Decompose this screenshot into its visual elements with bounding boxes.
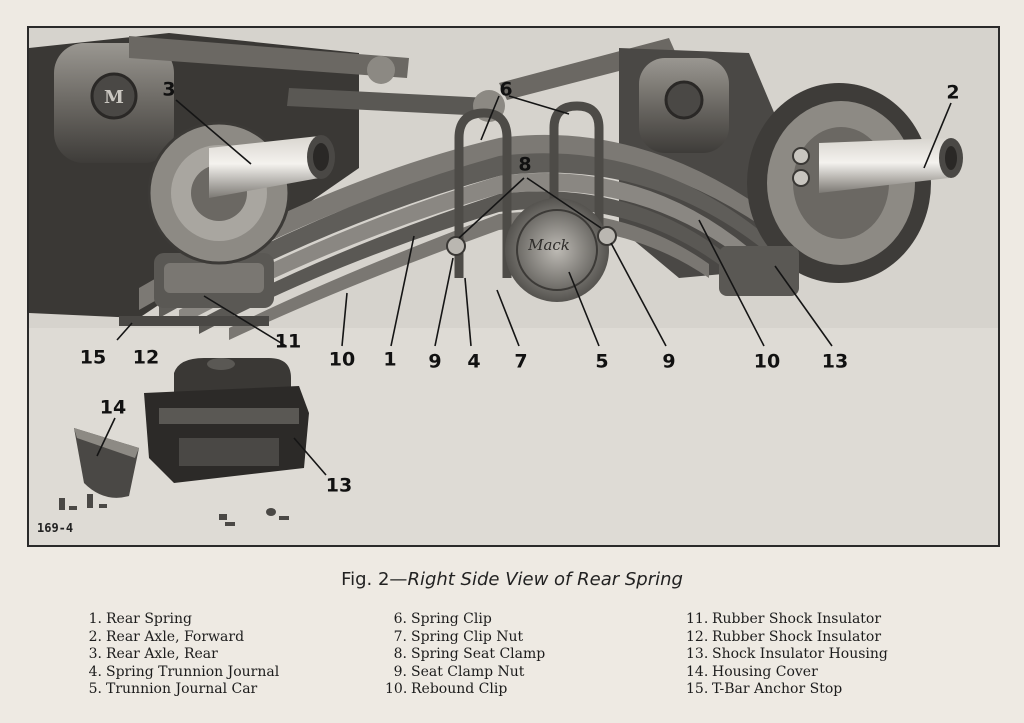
callout-10-right: 10 <box>753 350 781 373</box>
callout-14: 14 <box>99 396 127 419</box>
leader-lines <box>96 95 952 476</box>
legend-item: 5.Trunnion Journal Car <box>88 681 258 698</box>
legend-item: 15.T-Bar Anchor Stop <box>686 681 843 698</box>
callout-2: 2 <box>946 81 960 104</box>
legend-item: 2.Rear Axle, Forward <box>88 628 245 645</box>
legend-column-1: 1.Rear Spring 2.Rear Axle, Forward 3.Rea… <box>80 611 280 699</box>
callout-9-left: 9 <box>428 350 442 373</box>
small-hardware <box>59 494 289 526</box>
left-insulator-housing <box>154 253 274 308</box>
legend-item: 14.Housing Cover <box>686 663 818 680</box>
callout-3: 3 <box>162 78 176 101</box>
callout-13-lower: 13 <box>325 474 353 497</box>
legend-item: 7.Spring Clip Nut <box>393 628 524 645</box>
callout-6: 6 <box>499 78 513 101</box>
callout-8: 8 <box>518 153 532 176</box>
trunnion-journal-cap: Mack <box>505 198 609 302</box>
legend-item: 3.Rear Axle, Rear <box>88 646 218 663</box>
legend-item: 6.Spring Clip <box>393 611 492 627</box>
exploded-insulator-housing <box>144 386 309 483</box>
seat-clamp-nuts <box>446 226 617 256</box>
figure-photo: M <box>27 26 1000 547</box>
callout-15: 15 <box>79 346 107 369</box>
legend-column-2: 6.Spring Clip 7.Spring Clip Nut 8.Spring… <box>385 611 545 699</box>
callout-10-left: 10 <box>328 348 356 371</box>
legend-item: 10.Rebound Clip <box>385 681 508 698</box>
legend-item: 12.Rubber Shock Insulator <box>686 628 882 645</box>
legend-item: 4.Spring Trunnion Journal <box>88 663 280 680</box>
caption-title: Right Side View of Rear Spring <box>407 569 683 590</box>
spring-clips <box>454 101 604 278</box>
callout-4: 4 <box>467 350 481 373</box>
callout-11: 11 <box>274 330 302 353</box>
t-bar-anchor-stop <box>119 316 269 326</box>
legend-item: 1.Rear Spring <box>88 611 193 627</box>
legend-item: 11.Rubber Shock Insulator <box>686 611 882 627</box>
callout-5: 5 <box>595 350 609 373</box>
forward-axle-brake-drum <box>747 83 963 283</box>
callout-1: 1 <box>383 348 397 371</box>
exploded-housing-cover <box>74 428 139 498</box>
legend-column-3: 11.Rubber Shock Insulator 12.Rubber Shoc… <box>686 611 888 699</box>
svg-text:Mack: Mack <box>527 236 570 254</box>
callout-13-right: 13 <box>821 350 849 373</box>
callout-9-right: 9 <box>662 350 676 373</box>
rear-axle-flange <box>147 121 335 265</box>
callout-7: 7 <box>514 350 528 373</box>
svg-text:M: M <box>104 87 124 108</box>
figure-caption: Fig. 2—Right Side View of Rear Spring <box>0 569 1024 590</box>
right-insulator-housing <box>719 246 799 296</box>
callout-12: 12 <box>132 346 160 369</box>
rear-spring-illustration: M <box>29 28 998 545</box>
legend-item: 8.Spring Seat Clamp <box>393 646 546 663</box>
photo-code: 169-4 <box>37 521 74 535</box>
legend-item: 13.Shock Insulator Housing <box>686 646 888 663</box>
legend-item: 9.Seat Clamp Nut <box>393 663 525 680</box>
caption-prefix: Fig. 2— <box>341 569 408 590</box>
